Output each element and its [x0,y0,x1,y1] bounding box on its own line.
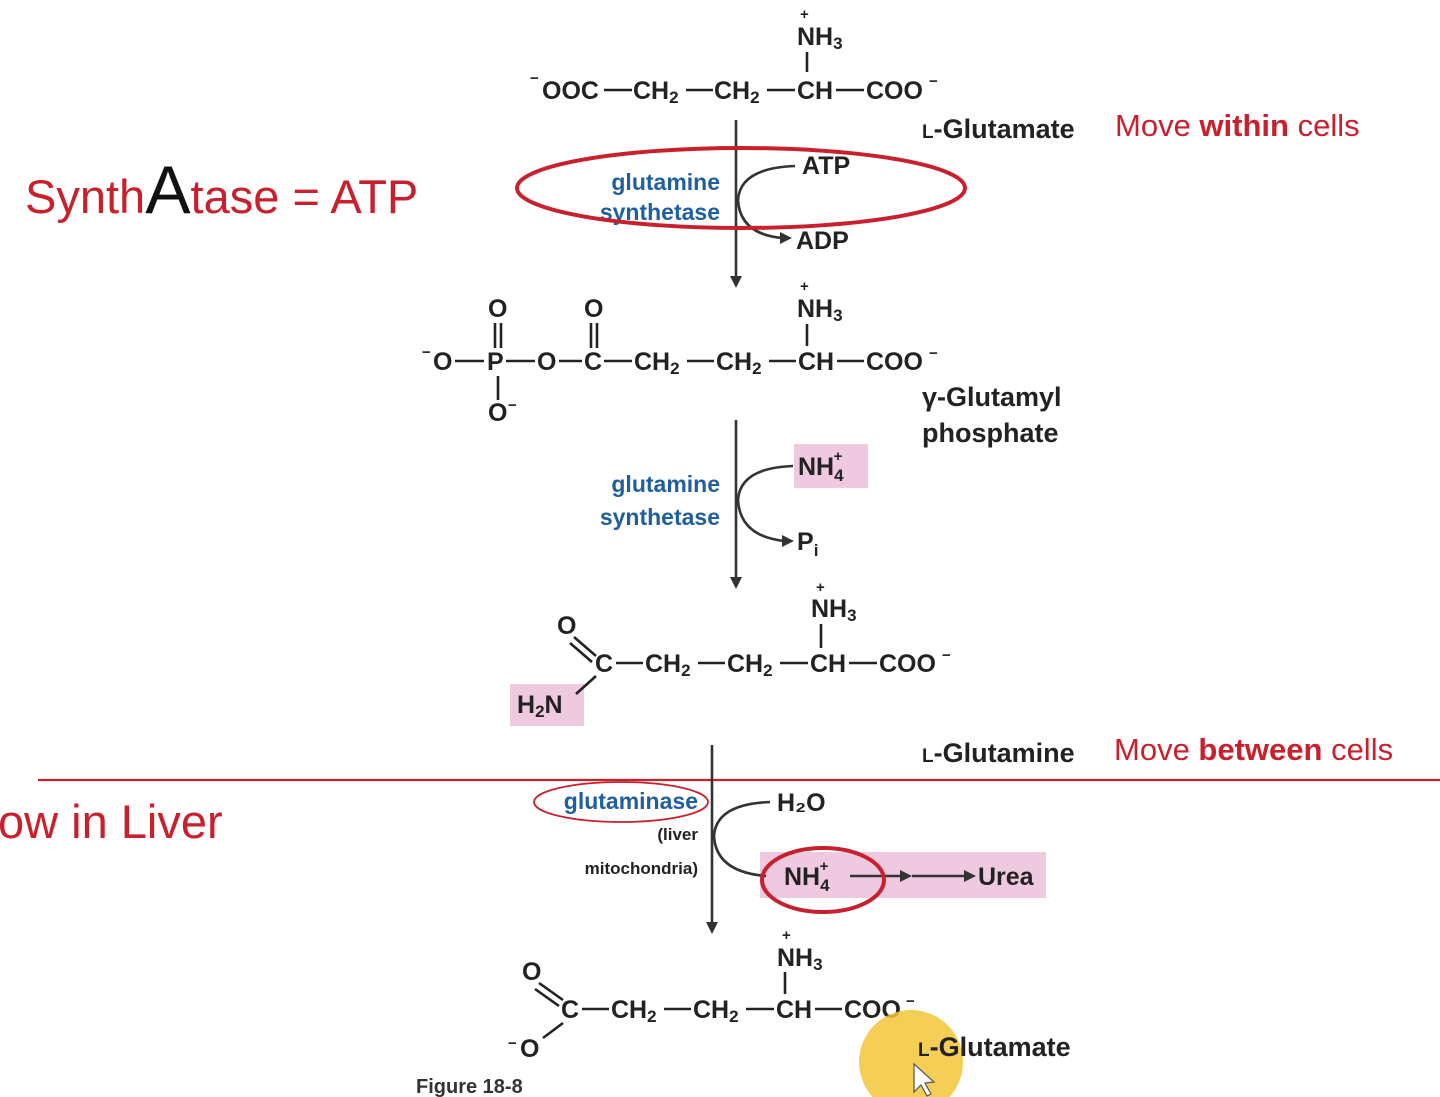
move-within-cells-note: Move within cells [1115,108,1360,143]
glutamate-top-label: L-Glutamate [922,114,1075,144]
svg-text:OOC: OOC [542,77,599,105]
synthatase-annotation: SynthAtase = ATP [25,152,418,228]
svg-text:C: C [595,650,613,678]
svg-text:COO: COO [879,650,936,678]
amide-highlight-box [510,684,584,726]
glutamyl-phosphate-label-2: phosphate [922,418,1059,448]
svg-text:CH: CH [810,650,846,678]
glutamate-top-structure: + NH3 − OOC CH2 CH2 CH COO − [530,6,938,107]
svg-text:COO: COO [866,348,923,376]
svg-text:O: O [557,612,576,640]
liver-location-line2: mitochondria) [585,859,698,878]
svg-text:−: − [929,345,938,362]
glutamine-label: L-Glutamine [922,738,1075,768]
svg-text:−: − [508,1035,517,1052]
svg-text:NH3: NH3 [797,23,843,53]
figure-caption: Figure 18-8 [416,1076,523,1097]
svg-text:O: O [520,1035,539,1063]
svg-text:CH2: CH2 [716,348,762,378]
now-in-liver-note: ow in Liver [0,795,223,848]
svg-text:C: C [584,348,602,376]
highlight-circle-ammonium [760,846,886,914]
svg-text:O: O [488,295,507,323]
svg-text:CH: CH [797,77,833,105]
water-label: H₂O [777,789,826,817]
move-between-cells-note: Move between cells [1114,732,1393,767]
ammonium-out-label: NH4+ [784,858,830,895]
svg-text:CH2: CH2 [634,348,680,378]
reaction-arrow-1 [730,120,796,288]
svg-text:CH2: CH2 [611,996,657,1026]
enzyme-glutamine-synthetase-1-line1: glutamine [611,169,720,195]
svg-text:CH2: CH2 [645,650,691,680]
svg-text:NH3: NH3 [797,295,843,325]
svg-text:CH: CH [776,996,812,1024]
svg-text:P: P [487,348,504,376]
svg-text:+: + [800,6,809,23]
glutamyl-phosphate-label-1: γ-Glutamyl [922,382,1062,412]
svg-text:C: C [561,996,579,1024]
adp-label: ADP [796,227,849,255]
svg-text:CH2: CH2 [633,77,679,107]
svg-text:−: − [906,993,915,1010]
enzyme-glutamine-synthetase-2-line2: synthetase [600,504,720,530]
svg-text:−: − [530,70,539,87]
svg-text:CH2: CH2 [727,650,773,680]
svg-text:−: − [508,397,517,414]
mouse-pointer-icon [913,1062,936,1097]
svg-text:COO: COO [866,77,923,105]
enzyme-glutaminase: glutaminase [564,788,698,814]
svg-text:+: + [782,927,791,944]
svg-text:CH: CH [798,348,834,376]
highlight-circle-atp [515,146,967,230]
cursor-highlight [859,1010,963,1097]
svg-text:O: O [433,348,452,376]
svg-text:O: O [584,295,603,323]
glutamyl-phosphate-structure: O O + NH3 − O P O C CH2 CH2 CH COO − O − [422,278,938,427]
reaction-arrow-2 [730,420,794,589]
phosphate-out-label: Pi [797,528,818,560]
urea-label: Urea [978,863,1035,891]
reaction-arrow-3 [706,745,976,934]
svg-text:NH3: NH3 [777,944,823,974]
highlight-circle-glutaminase [533,781,709,823]
svg-text:+: + [800,278,809,295]
svg-text:O: O [522,958,541,986]
svg-text:O: O [537,348,556,376]
svg-text:−: − [929,73,938,90]
svg-text:+: + [816,579,825,596]
svg-text:−: − [422,344,431,361]
glutamate-bottom-label: L-Glutamate [918,1032,1071,1062]
enzyme-glutamine-synthetase-2-line1: glutamine [611,471,720,497]
svg-text:−: − [942,647,951,664]
nh4-highlight-box [794,444,868,488]
liver-location-line1: (liver [657,825,698,844]
svg-text:CH2: CH2 [693,996,739,1026]
ammonium-in-label: NH4+ [798,448,844,485]
svg-text:CH2: CH2 [714,77,760,107]
svg-text:NH3: NH3 [811,595,857,625]
glutamate-bottom-structure: O C − O CH2 CH2 + NH3 CH COO − [508,927,915,1063]
atp-label: ATP [802,152,850,180]
svg-text:O: O [488,399,507,427]
